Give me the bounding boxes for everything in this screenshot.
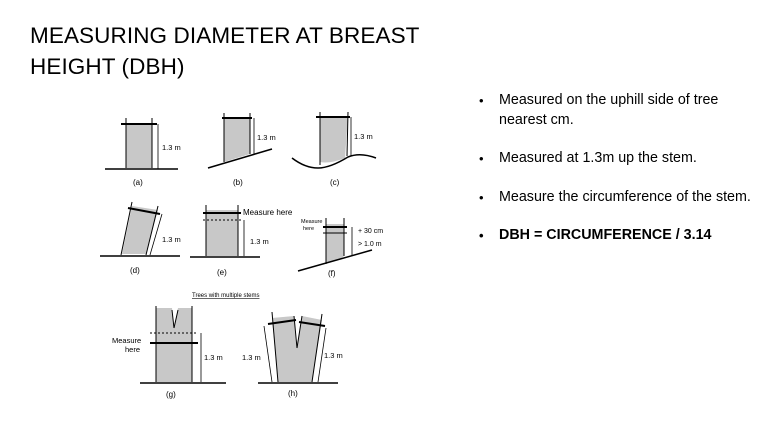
height-label-b: 1.3 m [257,133,276,142]
tree-d [100,201,180,257]
measure-here-g-1: Measure [112,336,141,345]
tree-c [291,111,377,169]
bullet-dbh-formula: DBH = CIRCUMFERENCE / 3.14 [479,226,759,246]
height-label-e: 1.3 m [250,237,269,246]
panel-label-a: (a) [133,178,143,187]
measure-here-f-1: Measure [301,219,322,225]
title-line-2: HEIGHT (DBH) [30,54,185,79]
panel-label-h: (h) [288,389,298,398]
panel-label-g: (g) [166,390,176,399]
panel-label-f: (f) [328,269,336,278]
panel-label-d: (d) [130,266,140,275]
tree-f [297,218,373,272]
height-label-a: 1.3 m [162,143,181,152]
height-label-c: 1.3 m [354,132,373,141]
height-label-h-right: 1.3 m [324,351,343,360]
bullet-circumference: Measure the circumference of the stem. [479,188,759,208]
height-label-h-left: 1.3 m [242,353,261,362]
plus-30cm-label: + 30 cm [358,228,383,235]
measure-here-g-2: here [125,345,140,354]
panel-label-c: (c) [330,178,340,187]
panel-label-b: (b) [233,178,243,187]
bullet-list: Measured on the uphill side of tree near… [479,91,759,265]
tree-e [190,205,260,258]
measure-here-f-2: here [303,226,314,232]
slide-title: MEASURING DIAMETER AT BREAST HEIGHT (DBH… [30,20,450,82]
gt-1m-label: > 1.0 m [358,241,382,248]
tree-h [258,311,338,384]
tree-g [140,306,226,384]
title-line-1: MEASURING DIAMETER AT BREAST [30,23,420,48]
tree-b [207,113,273,169]
bullet-uphill: Measured on the uphill side of tree near… [479,91,759,130]
panel-label-e: (e) [217,268,227,277]
bullet-height: Measured at 1.3m up the stem. [479,149,759,169]
multiple-stems-caption: Trees with multiple stems [192,293,259,299]
height-label-g: 1.3 m [204,353,223,362]
measure-here-e: Measure here [243,208,293,217]
height-label-d: 1.3 m [162,235,181,244]
tree-a [105,118,178,170]
